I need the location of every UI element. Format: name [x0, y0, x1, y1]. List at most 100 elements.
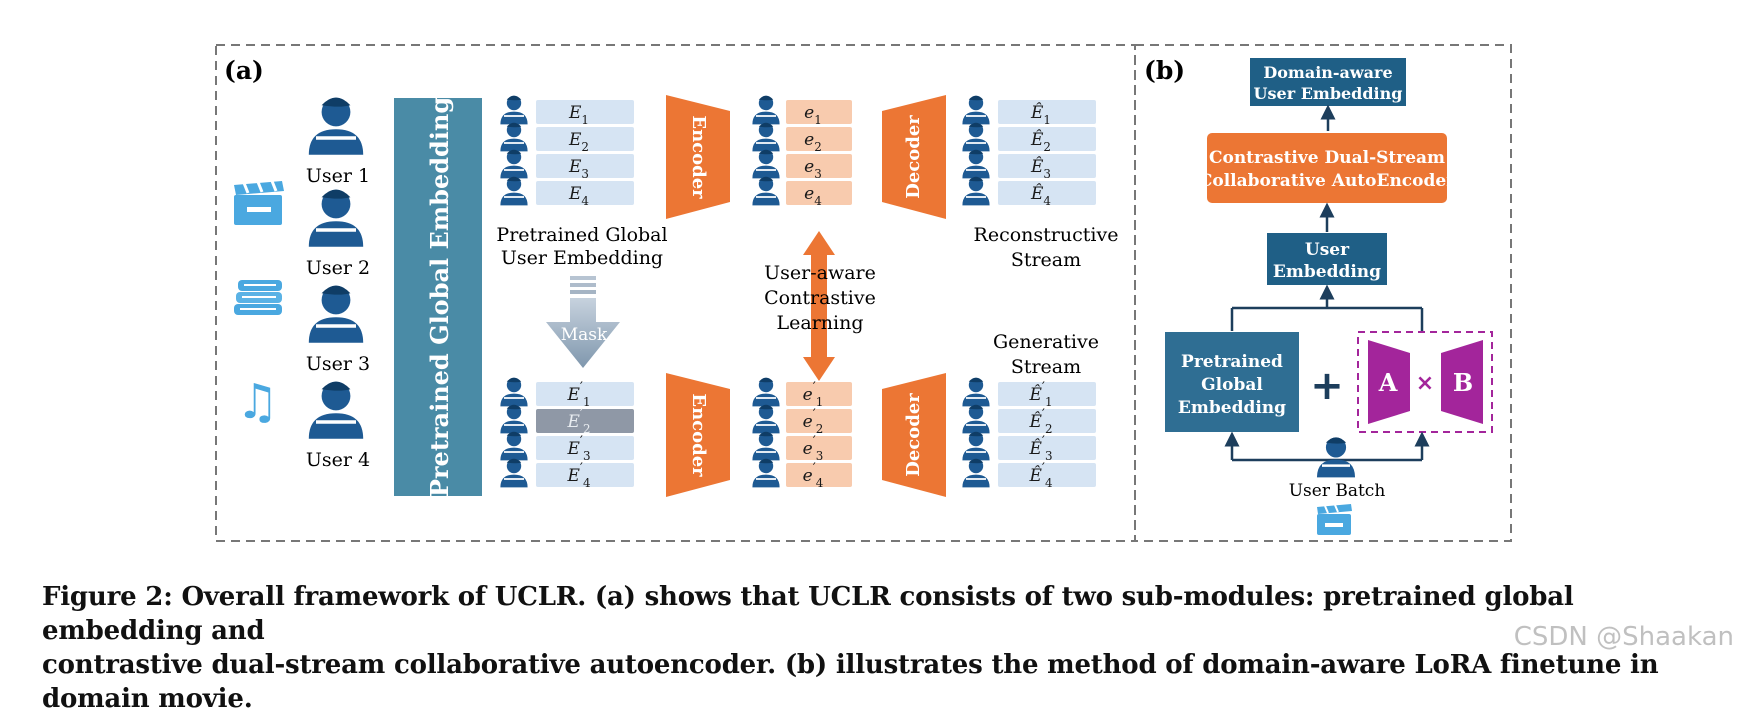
lat-top-user-icon-3 — [752, 149, 780, 179]
emb-bottom-row-2-label: E′2 — [566, 407, 590, 436]
pretrained-b-line1: Pretrained — [1181, 352, 1283, 372]
generative-label-line2: Stream — [1011, 356, 1081, 378]
plus-sign: + — [1310, 363, 1344, 409]
decoder-top-label: Decoder — [903, 115, 924, 199]
emb-bottom-row-4 — [536, 463, 634, 487]
rec-bottom-user-icon-1 — [962, 377, 990, 407]
emb-bottom-user-icon-1 — [500, 377, 528, 407]
encoder-bottom-label: Encoder — [688, 393, 709, 477]
contrastive-label-line3: Learning — [777, 312, 864, 334]
emb-bottom-row-4-label: E′4 — [566, 461, 590, 490]
pretrained-global-embedding-block — [394, 98, 482, 496]
clapperboard-icon — [1317, 504, 1352, 535]
lora-times: × — [1416, 371, 1434, 396]
generative-label-line1: Generative — [993, 331, 1099, 353]
lat-bottom-row-4-label: e′4 — [803, 461, 824, 490]
pretrained-global-embedding-label: Pretrained Global Embedding — [425, 97, 454, 498]
music-note-icon: ♫ — [236, 374, 279, 430]
panel-a-border — [215, 44, 1136, 542]
lat-bottom-row-4 — [786, 463, 852, 487]
rec-top-user-icon-1 — [962, 95, 990, 125]
emb-bottom-row-3 — [536, 436, 634, 460]
lat-top-row-3 — [786, 154, 852, 178]
encoder-top-label: Encoder — [688, 115, 709, 199]
emb-top-user-icon-2 — [500, 122, 528, 152]
lat-top-row-2-label: e2 — [804, 130, 822, 154]
lat-top-row-4-label: e4 — [804, 184, 822, 208]
emb-top-user-icon-1 — [500, 95, 528, 125]
rec-top-row-4 — [998, 181, 1096, 205]
contrastive-double-arrow — [803, 231, 835, 381]
caption-line2: contrastive dual-stream collaborative au… — [42, 650, 1659, 714]
rec-top-row-2-label: Ê2 — [1030, 129, 1051, 154]
emb-top-row-2 — [536, 127, 634, 151]
rec-top-user-icon-2 — [962, 122, 990, 152]
domain-aware-line1: Domain-aware — [1263, 63, 1392, 82]
lat-top-user-icon-4 — [752, 176, 780, 206]
user-batch-user-icon — [1316, 437, 1356, 478]
emb-bottom-row-3-label: E′3 — [566, 434, 590, 463]
lat-bottom-row-3 — [786, 436, 852, 460]
user-batch-person-icon — [1316, 437, 1356, 478]
lat-bottom-row-1-label: e′1 — [803, 380, 824, 409]
latent-rows-bottom: e′1e′2e′3e′4 — [752, 377, 852, 490]
domain-aware-user-embedding-box — [1250, 58, 1406, 106]
user-4-label: User 4 — [306, 449, 370, 471]
lat-top-row-2 — [786, 127, 852, 151]
watermark: CSDN @Shaakan — [1513, 622, 1734, 652]
encoder-top — [666, 95, 730, 219]
user-batch-connector — [1224, 431, 1430, 462]
pretrained-caption-line2: User Embedding — [501, 247, 663, 269]
rec-top-row-2 — [998, 127, 1096, 151]
rec-top-user-icon-4 — [962, 176, 990, 206]
user-embedding-line1: User — [1305, 240, 1350, 260]
lat-top-row-4 — [786, 181, 852, 205]
decoder-bottom — [882, 373, 946, 497]
emb-top-user-icon-4 — [500, 176, 528, 206]
rec-bottom-row-2-label: Ê′2 — [1028, 407, 1052, 436]
books-icon — [234, 280, 282, 315]
rec-bottom-row-4 — [998, 463, 1096, 487]
caption-line1: Figure 2: Overall framework of UCLR. (a)… — [42, 582, 1574, 646]
user-1-label: User 1 — [306, 165, 370, 187]
rec-bottom-user-icon-3 — [962, 431, 990, 461]
lat-bottom-row-1 — [786, 382, 852, 406]
user-2-icon — [308, 189, 364, 247]
lat-top-row-1 — [786, 100, 852, 124]
rec-bottom-row-3-label: Ê′3 — [1028, 434, 1052, 463]
domain-aware-line2: User Embedding — [1254, 84, 1403, 103]
emb-bottom-user-icon-3 — [500, 431, 528, 461]
emb-bottom-row-1 — [536, 382, 634, 406]
emb-bottom-row-1-label: E′1 — [566, 380, 590, 409]
cdsca-line1: Contrastive Dual-Stream — [1209, 148, 1445, 168]
rec-bottom-row-4-label: Ê′4 — [1028, 461, 1052, 490]
rec-top-row-1-label: Ê1 — [1030, 102, 1051, 127]
emb-top-user-icon-3 — [500, 149, 528, 179]
user-3-icon — [308, 285, 364, 343]
rec-bottom-user-icon-2 — [962, 404, 990, 434]
rec-top-row-4-label: Ê4 — [1030, 183, 1051, 208]
user-4-icon — [308, 381, 364, 439]
emb-bottom-user-icon-2 — [500, 404, 528, 434]
user-1-icon — [308, 97, 364, 155]
panel-a-label: (a) — [224, 56, 264, 85]
emb-top-row-1-label: E1 — [568, 103, 589, 127]
cdsca-line2: Collaborative AutoEncoder — [1199, 171, 1456, 191]
emb-top-row-4 — [536, 181, 634, 205]
rec-top-row-3 — [998, 154, 1096, 178]
lat-bottom-row-2 — [786, 409, 852, 433]
pretrained-b-line3: Embedding — [1178, 398, 1286, 418]
encoder-bottom — [666, 373, 730, 497]
emb-top-row-2-label: E2 — [568, 130, 589, 154]
lat-bottom-row-2-label: e′2 — [803, 407, 824, 436]
lat-top-user-icon-1 — [752, 95, 780, 125]
pretrained-b-line2: Global — [1201, 375, 1263, 395]
cdsca-box — [1207, 133, 1447, 203]
emb-bottom-row-2 — [536, 409, 634, 433]
user-3-label: User 3 — [306, 353, 370, 375]
lat-bottom-user-icon-4 — [752, 458, 780, 488]
reconstructive-label-line2: Stream — [1011, 249, 1081, 271]
